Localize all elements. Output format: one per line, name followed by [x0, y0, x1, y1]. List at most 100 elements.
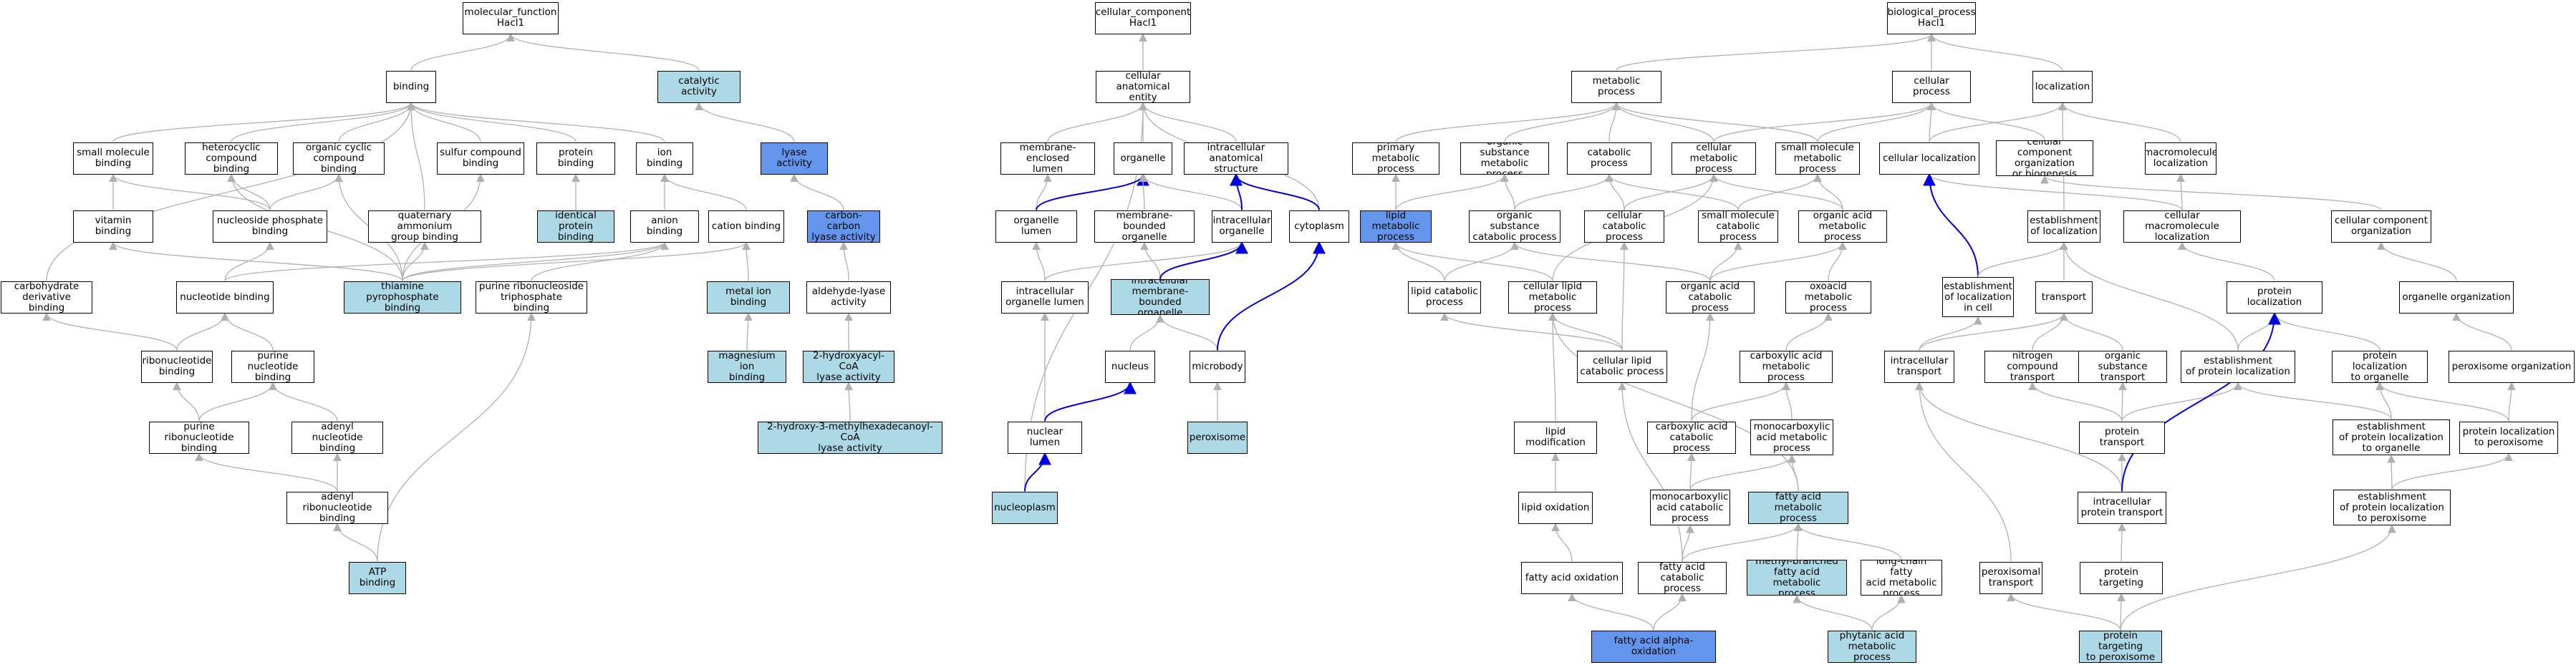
- term-cell-macro-loc[interactable]: cellular macromolecule localization: [2123, 210, 2241, 243]
- term-peroxisome[interactable]: peroxisome: [1187, 421, 1248, 454]
- term-transport[interactable]: transport: [2035, 281, 2093, 314]
- term-primary-met[interactable]: primary metabolic process: [1352, 142, 1439, 175]
- term-monocarb-met[interactable]: monocarboxylic acid metabolic process: [1750, 419, 1833, 455]
- term-bp[interactable]: biological_process Hacl1: [1887, 1, 1976, 34]
- term-cell-cat[interactable]: cellular catabolic process: [1584, 210, 1664, 243]
- term-org-sub-transport[interactable]: organic substance transport: [2078, 350, 2167, 383]
- term-cell-lipid-cat[interactable]: cellular lipid catabolic process: [1577, 350, 1667, 383]
- term-prot-loc-perox[interactable]: protein localization to peroxisome: [2459, 421, 2558, 454]
- term-metal-ion[interactable]: metal ion binding: [707, 281, 790, 314]
- term-methyl-branched[interactable]: methyl-branched fatty acid metabolic pro…: [1747, 560, 1847, 596]
- term-est-prot-loc-org[interactable]: establishment of protein localization to…: [2333, 419, 2450, 455]
- term-microbody[interactable]: microbody: [1190, 350, 1245, 383]
- term-org-acid-met[interactable]: organic acid metabolic process: [1798, 210, 1887, 243]
- term-purine-ribonuc[interactable]: purine ribonucleotide binding: [149, 421, 249, 454]
- term-nucleoplasm[interactable]: nucleoplasm: [992, 491, 1058, 524]
- term-cc-lyase[interactable]: carbon-carbon lyase activity: [807, 210, 880, 243]
- term-nuc-phos[interactable]: nucleoside phosphate binding: [213, 210, 327, 243]
- term-carb-deriv[interactable]: carbohydrate derivative binding: [1, 281, 92, 314]
- term-identical[interactable]: identical protein binding: [537, 210, 614, 243]
- term-mf[interactable]: molecular_function Hacl1: [463, 1, 559, 34]
- term-cation[interactable]: cation binding: [708, 210, 784, 243]
- term-prot-transport[interactable]: protein transport: [2079, 421, 2165, 454]
- term-cc[interactable]: cellular_component Hacl1: [1095, 1, 1191, 34]
- term-cell-comp-org-bio[interactable]: cellular component organization or bioge…: [1996, 140, 2093, 176]
- term-organelle[interactable]: organelle: [1114, 142, 1172, 175]
- term-nucleotide[interactable]: nucleotide binding: [176, 281, 274, 314]
- term-nuc-lumen[interactable]: nuclear lumen: [1008, 421, 1082, 454]
- term-monocarb-cat[interactable]: monocarboxylic acid catabolic process: [1650, 490, 1730, 525]
- term-localization[interactable]: localization: [2032, 70, 2093, 103]
- term-anion[interactable]: anion binding: [630, 210, 699, 243]
- term-cytoplasm[interactable]: cytoplasm: [1289, 210, 1349, 243]
- term-protein-bind[interactable]: protein binding: [536, 142, 615, 175]
- term-nitrogen[interactable]: nitrogen compound transport: [1984, 350, 2080, 383]
- term-perox-transport[interactable]: peroxisomal transport: [1979, 561, 2042, 594]
- term-lyase[interactable]: lyase activity: [761, 142, 828, 175]
- term-organelle-org[interactable]: organelle organization: [2399, 281, 2514, 314]
- term-vitamin[interactable]: vitamin binding: [73, 210, 153, 243]
- term-fatty-alpha-ox[interactable]: fatty acid alpha-oxidation: [1591, 630, 1716, 663]
- term-cell-anat[interactable]: cellular anatomical entity: [1096, 70, 1190, 103]
- term-carbox-cat[interactable]: carboxylic acid catabolic process: [1647, 421, 1736, 454]
- term-org-sub-cat[interactable]: organic substance catabolic process: [1469, 210, 1560, 243]
- term-thiamine[interactable]: thiamine pyrophosphate binding: [344, 281, 461, 314]
- term-intra-mem-bound[interactable]: intracellular membrane-bounded organelle: [1111, 279, 1210, 315]
- term-intra-prot-transport[interactable]: intracellular protein transport: [2078, 491, 2166, 524]
- term-oxoacid[interactable]: oxoacid metabolic process: [1785, 281, 1871, 314]
- term-small-mol-cat[interactable]: small molecule catabolic process: [1698, 210, 1778, 243]
- term-aldehyde[interactable]: aldehyde-lyase activity: [806, 281, 891, 314]
- term-mem-bound-org[interactable]: membrane-bounded organelle: [1094, 210, 1195, 243]
- term-organelle-lumen[interactable]: organelle lumen: [995, 210, 1077, 243]
- term-nucleus[interactable]: nucleus: [1105, 350, 1155, 383]
- term-magnesium[interactable]: magnesium ion binding: [708, 350, 786, 383]
- term-org-cyclic[interactable]: organic cyclic compound binding: [293, 142, 385, 175]
- term-cell-comp-org[interactable]: cellular component organization: [2331, 210, 2431, 243]
- term-ion-bind[interactable]: ion binding: [636, 142, 693, 175]
- term-protein-loc[interactable]: protein localization: [2227, 281, 2322, 314]
- term-long-chain[interactable]: long-chain fatty acid metabolic process: [1861, 560, 1942, 596]
- term-lipid-ox[interactable]: lipid oxidation: [1518, 491, 1593, 524]
- term-est-prot-loc[interactable]: establishment of protein localization: [2181, 350, 2295, 383]
- term-est-loc[interactable]: establishment of localization: [2027, 210, 2100, 243]
- term-carbox-met[interactable]: carboxylic acid metabolic process: [1740, 350, 1833, 383]
- term-adenyl-nuc[interactable]: adenyl nucleotide binding: [291, 421, 383, 454]
- term-lipid-met[interactable]: lipid metabolic process: [1360, 210, 1432, 243]
- term-atp[interactable]: ATP binding: [349, 561, 406, 594]
- term-est-prot-loc-perox[interactable]: establishment of protein localization to…: [2333, 490, 2451, 525]
- term-org-sub-met[interactable]: organic substance metabolic process: [1460, 142, 1549, 175]
- term-phytanic[interactable]: phytanic acid metabolic process: [1828, 630, 1916, 663]
- term-prot-target-perox[interactable]: protein targeting to peroxisome: [2079, 630, 2162, 663]
- term-lipid-mod[interactable]: lipid modification: [1514, 421, 1597, 454]
- term-sulfur[interactable]: sulfur compound binding: [437, 142, 524, 175]
- term-quat-amm[interactable]: quaternary ammonium group binding: [368, 210, 481, 243]
- term-fatty-ox[interactable]: fatty acid oxidation: [1521, 561, 1623, 594]
- term-fatty-met[interactable]: fatty acid metabolic process: [1748, 491, 1848, 524]
- term-cell-loc[interactable]: cellular localization: [1879, 142, 1979, 175]
- term-purine-nuc[interactable]: purine nucleotide binding: [231, 350, 314, 383]
- term-intra-anat[interactable]: intracellular anatomical structure: [1184, 142, 1288, 175]
- term-intra-org[interactable]: intracellular organelle: [1212, 210, 1272, 243]
- term-cellular-proc[interactable]: cellular process: [1892, 70, 1971, 103]
- term-cell-met[interactable]: cellular metabolic process: [1671, 142, 1756, 175]
- term-intra-transport[interactable]: intracellular transport: [1884, 350, 1954, 383]
- term-lipid-cat[interactable]: lipid catabolic process: [1408, 281, 1481, 314]
- term-metabolic[interactable]: metabolic process: [1571, 70, 1661, 103]
- term-small-mol-met[interactable]: small molecule metabolic process: [1775, 142, 1860, 175]
- term-purine-ribonuc-tri[interactable]: purine ribonucleoside triphosphate bindi…: [476, 281, 587, 314]
- term-binding[interactable]: binding: [386, 70, 436, 103]
- term-ribonuc[interactable]: ribonucleotide binding: [141, 350, 213, 383]
- term-heterocyclic[interactable]: heterocyclic compound binding: [185, 142, 278, 175]
- term-prot-targeting[interactable]: protein targeting: [2080, 561, 2163, 594]
- term-intra-org-lumen[interactable]: intracellular organelle lumen: [1001, 281, 1089, 314]
- term-catalytic[interactable]: catalytic activity: [657, 70, 741, 103]
- term-hydroxy3[interactable]: 2-hydroxy-3-methylhexadecanoyl-CoA lyase…: [758, 421, 942, 454]
- term-macromol-loc[interactable]: macromolecule localization: [2145, 142, 2216, 175]
- term-hydroxyacyl[interactable]: 2-hydroxyacyl-CoA lyase activity: [803, 350, 894, 383]
- term-adenyl-ribonuc[interactable]: adenyl ribonucleotide binding: [286, 491, 388, 524]
- term-catabolic[interactable]: catabolic process: [1567, 142, 1651, 175]
- term-membrane-enc[interactable]: membrane-enclosed lumen: [1000, 142, 1095, 175]
- term-est-loc-cell[interactable]: establishment of localization in cell: [1942, 277, 2014, 317]
- term-org-acid-cat[interactable]: organic acid catabolic process: [1666, 281, 1755, 314]
- term-small-mol-bind[interactable]: small molecule binding: [73, 142, 153, 175]
